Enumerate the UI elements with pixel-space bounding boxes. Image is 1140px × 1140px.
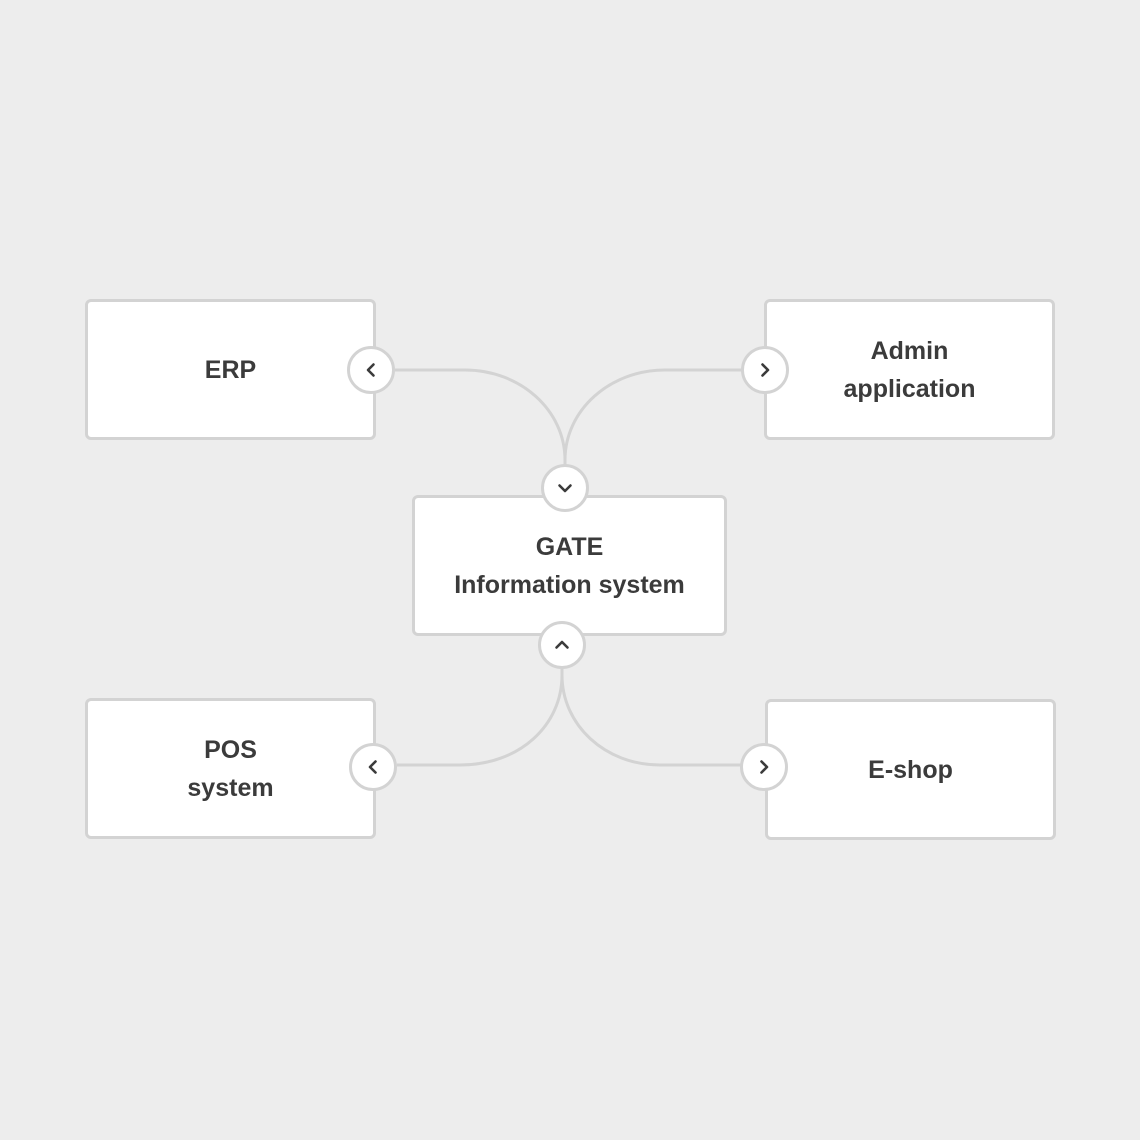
chevron-down-icon [558,484,572,493]
node-e-shop[interactable]: E-shop [765,699,1056,840]
node-admin-application[interactable]: Admin application [764,299,1055,440]
port-erp[interactable] [347,346,395,394]
node-gate-information-system[interactable]: GATE Information system [412,495,727,636]
port-e-shop[interactable] [740,743,788,791]
node-e-shop-label: E-shop [868,751,953,789]
node-e-shop-label-line-1: E-shop [868,755,953,784]
node-gate-information-system-label-line-1: GATE [535,532,604,561]
node-admin-application-label-line-2: application [843,374,976,403]
node-admin-application-label-line-1: Admin [870,336,949,365]
chevron-left-icon [366,363,375,377]
port-pos-system[interactable] [349,743,397,791]
node-erp-label: ERP [205,351,256,389]
node-gate-information-system-label: GATE Information system [454,528,685,604]
node-gate-information-system-label-line-2: Information system [454,570,685,599]
connector-gate-eshop [560,668,742,767]
node-pos-system-label: POS system [187,731,273,807]
chevron-right-icon [761,363,770,377]
node-pos-system-label-line-2: system [187,773,274,802]
node-erp-label-line-1: ERP [204,355,257,384]
connector-gate-erp [395,368,567,466]
connector-gate-pos [397,668,564,767]
port-admin-application[interactable] [741,346,789,394]
node-pos-system-label-line-1: POS [204,735,257,764]
chevron-right-icon [760,760,769,774]
node-erp[interactable]: ERP [85,299,376,440]
node-pos-system[interactable]: POS system [85,698,376,839]
connector-gate-admin [563,368,743,466]
chevron-left-icon [368,760,377,774]
port-gate-bottom[interactable] [538,621,586,669]
chevron-up-icon [555,640,569,649]
port-gate-top[interactable] [541,464,589,512]
node-admin-application-label: Admin application [844,332,976,408]
